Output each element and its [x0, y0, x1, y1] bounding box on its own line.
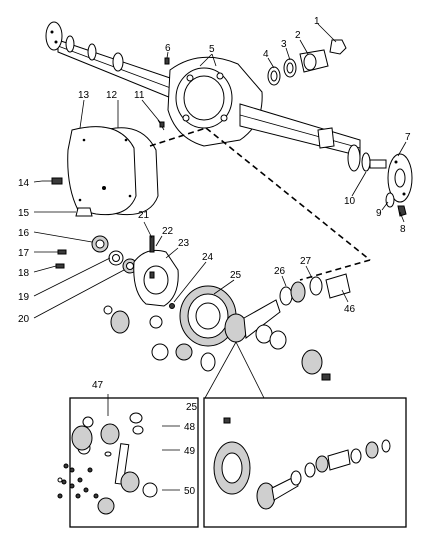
callout-9: 9 — [376, 208, 382, 219]
callout-20: 20 — [18, 314, 30, 325]
callout-25-detail: 25 — [186, 402, 198, 413]
callout-1: 1 — [314, 16, 320, 27]
cover-gasket-icon — [67, 126, 159, 216]
axle-housing-icon — [45, 21, 413, 217]
callout-4: 4 — [263, 49, 269, 60]
callout-3: 3 — [281, 39, 287, 50]
callout-24: 24 — [202, 252, 214, 263]
callout-17: 17 — [18, 248, 30, 259]
callout-10: 10 — [344, 196, 356, 207]
callout-15: 15 — [18, 208, 30, 219]
side-gears-icon — [103, 305, 216, 372]
callout-12: 12 — [106, 90, 118, 101]
callout-8: 8 — [400, 224, 406, 235]
bolt-icon — [42, 177, 93, 269]
callout-47: 47 — [92, 380, 104, 391]
callout-18: 18 — [18, 268, 30, 279]
callout-6: 6 — [165, 43, 171, 54]
callout-2: 2 — [295, 30, 301, 41]
callout-labels: 1 2 3 4 5 6 7 8 9 10 11 12 13 14 15 16 1… — [18, 16, 411, 497]
callout-46: 46 — [344, 304, 356, 315]
differential-case-icon — [133, 235, 179, 309]
callout-27: 27 — [300, 256, 312, 267]
callout-23: 23 — [178, 238, 190, 249]
pinion-gear-icon — [224, 299, 331, 381]
pinion-bearings-icon — [279, 273, 351, 306]
callout-5: 5 — [209, 44, 215, 55]
callout-49: 49 — [184, 446, 196, 457]
callout-22: 22 — [162, 226, 174, 237]
callout-50: 50 — [184, 486, 196, 497]
callout-48: 48 — [184, 422, 196, 433]
assembly-dashed-path — [149, 127, 371, 281]
callout-13: 13 — [78, 90, 90, 101]
callout-26: 26 — [274, 266, 286, 277]
callout-11: 11 — [134, 90, 145, 101]
bearing-icon — [91, 235, 138, 274]
callout-7: 7 — [405, 132, 411, 143]
ring-gear-icon — [179, 285, 237, 347]
callout-14: 14 — [18, 178, 30, 189]
callout-19: 19 — [18, 292, 30, 303]
detail-box-differential — [57, 394, 199, 528]
callout-25-ring-gear: 25 — [230, 270, 242, 281]
callout-16: 16 — [18, 228, 30, 239]
callout-21: 21 — [138, 210, 150, 221]
detail-box-gearset — [203, 397, 407, 528]
leader-lines — [33, 23, 407, 319]
